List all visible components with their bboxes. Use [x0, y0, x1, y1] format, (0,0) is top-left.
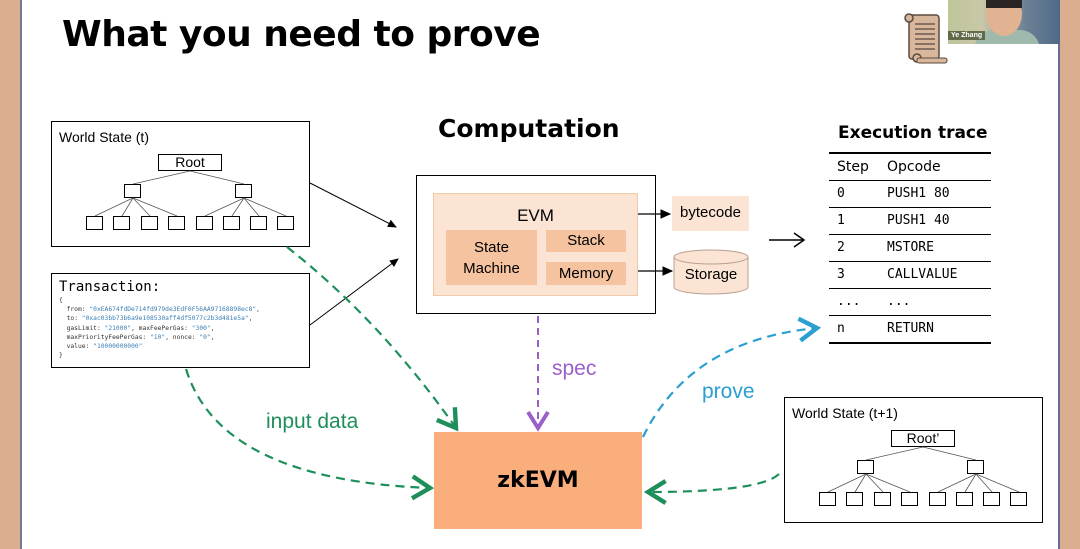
world-state-after-root: Root’: [891, 430, 955, 447]
tree-node: [223, 216, 240, 230]
input-data-label: input data: [266, 410, 359, 433]
tree-node: [956, 492, 973, 506]
scroll-icon: [904, 13, 948, 64]
trace-opcode: MSTORE: [887, 240, 934, 255]
stack-label: Stack: [567, 232, 605, 249]
trace-step: n: [837, 321, 845, 336]
trace-row: 1 PUSH1 40: [829, 208, 991, 235]
stack-block: Stack: [546, 230, 626, 252]
slide-title: What you need to prove: [62, 14, 541, 55]
presenter-hair: [986, 0, 1022, 8]
execution-trace-title: Execution trace: [838, 123, 988, 143]
spec-label: spec: [552, 357, 597, 380]
computation-title: Computation: [438, 114, 620, 143]
tx-nonce-value: "0": [199, 333, 211, 341]
tx-to-value: "0xac03bb73b6a9e108530aff4df5077c2b3d481…: [81, 315, 249, 323]
tree-node: [874, 492, 891, 506]
tree-node: [1010, 492, 1027, 506]
trace-row: 2 MSTORE: [829, 235, 991, 262]
state-machine-block: State Machine: [446, 230, 537, 285]
presenter-video: Ye Zhang: [948, 0, 1060, 44]
zkevm-box: zkEVM: [434, 432, 642, 529]
execution-trace-table: Step Opcode 0 PUSH1 80 1 PUSH1 40 2 MSTO…: [829, 152, 991, 344]
world-state-before-root: Root: [158, 154, 222, 171]
world-state-after-label: World State (t+1): [792, 405, 898, 421]
trace-step: 2: [837, 240, 845, 255]
tree-node: [967, 460, 984, 474]
tree-node: [86, 216, 103, 230]
tx-nonce-key: nonce: [172, 333, 192, 341]
trace-opcode: ...: [887, 294, 911, 309]
tree-node: [983, 492, 1000, 506]
tx-maxpriority-value: "10": [150, 333, 166, 341]
tx-gaslimit-key: gasLimit: [66, 324, 97, 332]
tree-node: [901, 492, 918, 506]
tree-node: [929, 492, 946, 506]
tree-node: [124, 184, 141, 198]
tx-maxfee-value: "300": [191, 324, 211, 332]
state-machine-label: State Machine: [463, 238, 520, 277]
transaction-code: { from: "0xEA674fdDe714fd979de3EdF0F56AA…: [59, 297, 260, 360]
world-state-before-label: World State (t): [59, 129, 149, 145]
tree-node: [168, 216, 185, 230]
tree-node: [196, 216, 213, 230]
memory-label: Memory: [558, 265, 614, 282]
trace-header-row: Step Opcode: [829, 154, 991, 181]
memory-block: Memory: [546, 262, 626, 285]
trace-opcode: PUSH1 40: [887, 213, 950, 228]
tree-node: [819, 492, 836, 506]
tx-value-key: value: [66, 343, 86, 351]
transaction-title: Transaction:: [59, 279, 161, 295]
evm-label: EVM: [517, 206, 554, 225]
tx-from-value: "0xEA674fdDe714fd979de3EdF0F56AA97168898…: [89, 306, 257, 314]
trace-row: n RETURN: [829, 316, 991, 342]
evm-box: EVM State Machine Stack Memory: [433, 193, 638, 296]
trace-step: 3: [837, 267, 845, 282]
tree-node: [235, 184, 252, 198]
tx-maxpriority-key: maxPriorityFeePerGas: [66, 333, 143, 341]
tree-node: [277, 216, 294, 230]
presenter-name: Ye Zhang: [948, 31, 986, 40]
tree-node: [846, 492, 863, 506]
bytecode-document: bytecode: [672, 196, 749, 231]
tx-close-brace: }: [59, 352, 63, 360]
trace-step: ...: [837, 294, 861, 309]
presenter-shirt: [974, 30, 1040, 44]
trace-opcode: RETURN: [887, 321, 934, 336]
tx-maxfee-key: maxFeePerGas: [138, 324, 185, 332]
trace-row: ... ...: [829, 289, 991, 316]
trace-header-step: Step: [837, 159, 869, 175]
trace-row: 3 CALLVALUE: [829, 262, 991, 289]
tree-node: [250, 216, 267, 230]
trace-opcode: CALLVALUE: [887, 267, 958, 282]
trace-opcode: PUSH1 80: [887, 186, 950, 201]
trace-row: 0 PUSH1 80: [829, 181, 991, 208]
tx-to-key: to: [66, 315, 75, 323]
tx-value-value: "10000000000": [93, 343, 143, 351]
tx-from-key: from: [66, 306, 82, 314]
trace-step: 0: [837, 186, 845, 201]
tx-open-brace: {: [59, 297, 63, 304]
prove-label: prove: [702, 380, 755, 403]
storage-label: Storage: [684, 266, 738, 283]
trace-step: 1: [837, 213, 845, 228]
tree-node: [141, 216, 158, 230]
tree-node: [113, 216, 130, 230]
transaction-box: [51, 273, 310, 368]
trace-header-opcode: Opcode: [887, 159, 941, 175]
tree-node: [857, 460, 874, 474]
tx-gaslimit-value: "21000": [104, 324, 132, 332]
